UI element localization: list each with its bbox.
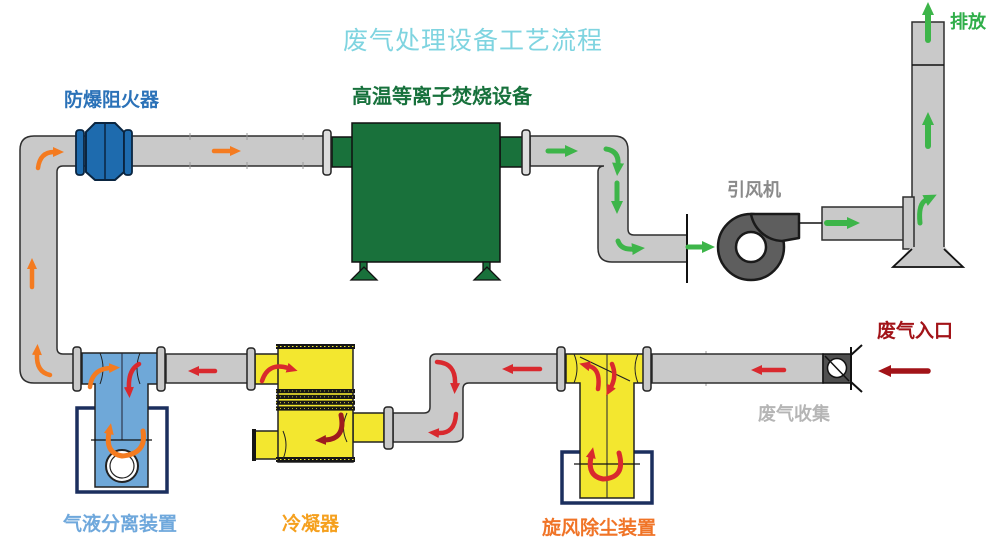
- red-arrow-z-down: [434, 359, 461, 394]
- condenser-cap-lower-left: [282, 430, 287, 460]
- orange-arrow-corner-top: [35, 147, 64, 171]
- flow-arrows-red: [123, 359, 787, 482]
- cyclone-flange-left: [556, 346, 566, 392]
- green-arrow-elbow-2: [615, 238, 645, 256]
- plasma-incinerator: [322, 122, 531, 281]
- condenser-top-hatch: [276, 344, 355, 349]
- inlet-damper: [822, 344, 863, 393]
- damper-flare: [850, 344, 863, 393]
- condenser-stub-lower-left: [254, 430, 280, 460]
- condenser-body: [277, 347, 354, 463]
- pipe-gas-collection: [651, 353, 824, 384]
- red-arrow-condenser-top: [259, 362, 298, 384]
- induced-draft-fan: [716, 212, 822, 282]
- gas-inlet-label: 废气入口: [877, 319, 953, 342]
- emission-label: 排放: [950, 11, 987, 33]
- flame-arrester-flange-right: [123, 129, 133, 176]
- separator-label: 气液分离装置: [62, 512, 177, 535]
- condenser-stub-right: [352, 412, 385, 443]
- incinerator-body: [351, 122, 501, 263]
- green-arrow-stack-corner: [917, 194, 937, 226]
- fan-label: 引风机: [727, 180, 781, 201]
- condenser-flange-left: [246, 347, 256, 391]
- red-arrow-cyclone-out: [579, 361, 601, 392]
- incinerator-flange-right: [521, 129, 531, 176]
- incinerator-foot-right: [472, 266, 502, 281]
- red-arrow-z-left: [428, 411, 459, 439]
- separator-drain-outer: [105, 449, 139, 483]
- pipe-separator-to-condenser: [165, 353, 249, 384]
- darkred-arrow-condenser: [315, 412, 345, 445]
- condenser-stub-end-hatch: [252, 429, 256, 461]
- separator-cap-right: [136, 352, 141, 385]
- labels: 废气处理设备工艺流程 防爆阻火器 高温等离子焚烧设备 引风机 排放 废气入口 废…: [62, 11, 987, 539]
- flow-arrows-orange: [27, 146, 241, 459]
- page-title: 废气处理设备工艺流程: [343, 26, 603, 55]
- damper-diagonal: [824, 355, 850, 382]
- condenser-label: 冷凝器: [282, 512, 340, 535]
- orange-arrow-corner-bottom: [31, 344, 53, 378]
- flame-arrester-label: 防爆阻火器: [64, 88, 160, 111]
- condenser-bottom-hatch: [276, 457, 355, 462]
- incinerator-label: 高温等离子焚烧设备: [352, 84, 533, 108]
- flow-arrows-green: [545, 2, 937, 256]
- cyclone-label: 旋风除尘装置: [541, 516, 656, 539]
- orange-arrow-separator-out: [87, 363, 120, 390]
- flow-arrows-dark-red: [315, 365, 931, 445]
- red-arrow-separator-down: [123, 361, 142, 398]
- pipe-incinerator-to-fan: [529, 135, 688, 263]
- orange-arrow-separator-swirl: [103, 423, 147, 459]
- stack-inlet-flange: [902, 196, 915, 250]
- red-arrow-cyclone-swirl: [585, 447, 624, 482]
- incinerator-stub-right: [499, 136, 524, 168]
- fan-inlet-hole: [734, 230, 768, 264]
- stack-base-fill: [893, 247, 963, 268]
- incinerator-stub-left: [331, 136, 354, 168]
- fan-outlet: [749, 212, 801, 243]
- incinerator-foot-left: [349, 266, 379, 281]
- condenser: [246, 344, 394, 463]
- gas-collection-label: 废气收集: [758, 403, 831, 425]
- cyclone-cap-right: [634, 353, 639, 384]
- cyclone-flange-right: [642, 346, 652, 392]
- cyclone-dust-collector: [556, 346, 654, 505]
- condenser-tube-bundle: [276, 389, 355, 411]
- incinerator-flange-left: [322, 129, 332, 176]
- green-arrow-elbow-1: [603, 146, 625, 176]
- separator-flange-left: [72, 346, 82, 392]
- red-arrow-cyclone-down: [606, 361, 617, 396]
- flame-arrester: [75, 122, 133, 181]
- cyclone-cap-left: [573, 353, 578, 384]
- stack-base-outline: [890, 248, 966, 268]
- gas-liquid-separator: [72, 346, 169, 494]
- separator-flange-right: [156, 346, 166, 392]
- cyclone-diagonal-line: [579, 356, 631, 382]
- condenser-flange-right: [383, 406, 394, 450]
- flame-arrester-flange-left: [75, 129, 85, 176]
- pipes: [19, 133, 905, 443]
